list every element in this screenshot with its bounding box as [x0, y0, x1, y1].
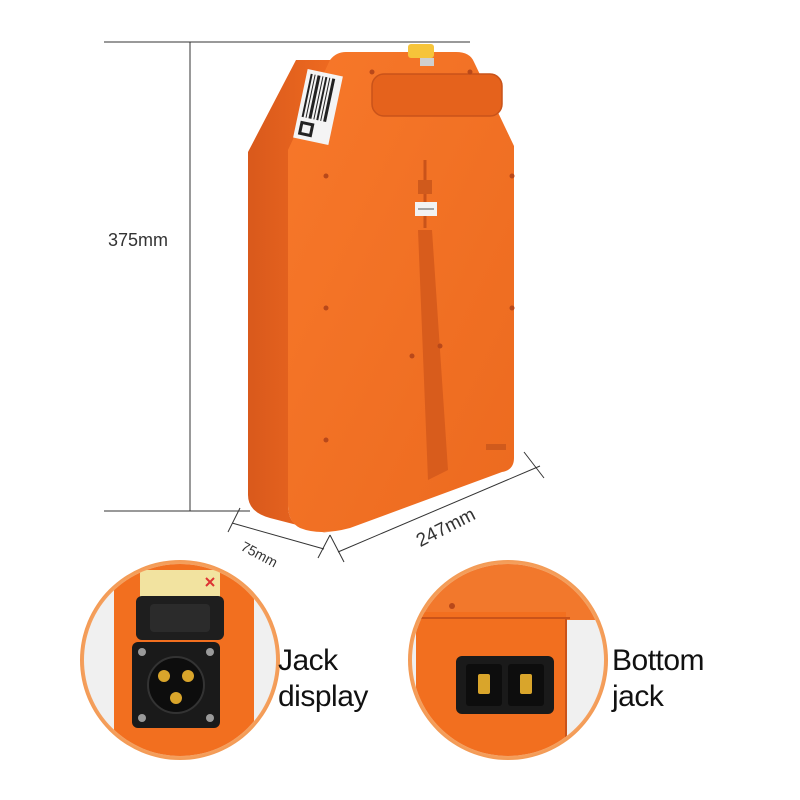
jack-display-callout — [80, 560, 280, 760]
barcode-sticker — [293, 69, 343, 145]
height-label: 375mm — [108, 230, 169, 250]
battery-pack — [248, 44, 515, 533]
jack-display-caption-line2: display — [278, 680, 368, 713]
jack-display-caption-line1: Jack — [278, 644, 338, 677]
bottom-jack-callout — [408, 560, 608, 760]
depth-dimension-lines — [227, 507, 331, 559]
width-dimension-lines — [329, 451, 545, 563]
bottom-jack-caption-line2: jack — [612, 680, 664, 713]
bottom-jack-caption: Bottom jack — [612, 643, 705, 715]
height-dimension-lines — [104, 41, 470, 512]
bottom-jack-caption-line1: Bottom — [612, 644, 705, 677]
jack-display-caption: Jack display — [278, 643, 368, 715]
